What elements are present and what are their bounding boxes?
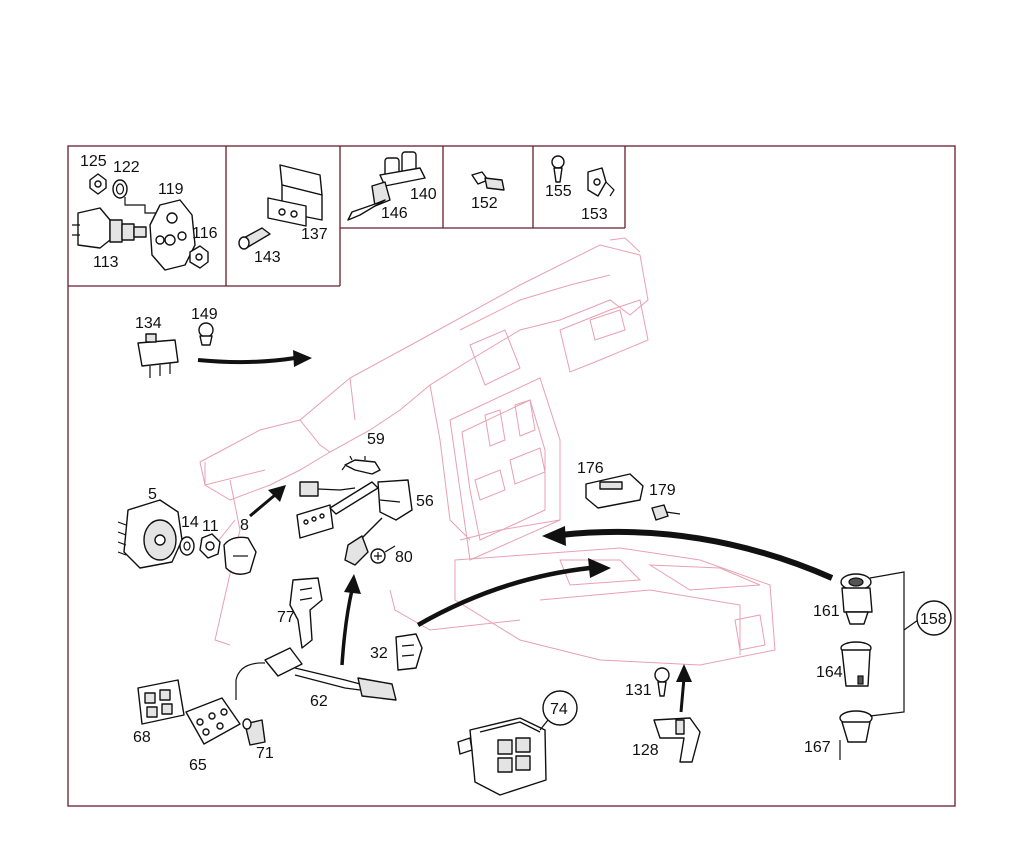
dashboard-outline (199, 237, 776, 666)
cigar-lighter-group: 161 164 167 158 (542, 526, 952, 760)
label-167: 167 (804, 739, 831, 756)
label-152: 152 (471, 195, 498, 212)
label-125: 125 (80, 153, 107, 170)
label-122: 122 (113, 159, 140, 176)
label-128: 128 (632, 742, 659, 759)
arrow-head (676, 664, 692, 682)
label-8: 8 (240, 517, 249, 534)
arrow-head (344, 574, 361, 594)
label-179: 179 (649, 482, 676, 499)
label-80: 80 (395, 549, 413, 566)
label-149: 149 (191, 306, 218, 323)
steering-column-group: 77 62 32 (235, 558, 611, 710)
label-5: 5 (148, 486, 157, 503)
label-68: 68 (133, 729, 151, 746)
label-153: 153 (581, 206, 608, 223)
label-32: 32 (370, 645, 388, 662)
inset-sensor-parts: 140 146 (347, 151, 437, 222)
inset-clip-parts: 155 153 (545, 155, 615, 223)
label-161: 161 (813, 603, 840, 620)
label-116: 116 (192, 225, 218, 242)
label-62: 62 (310, 693, 328, 710)
label-176: 176 (577, 460, 604, 477)
switch-panel-group: 68 65 71 (133, 679, 274, 774)
fuse-box-group: 74 (457, 690, 578, 796)
label-134: 134 (135, 315, 162, 332)
label-140: 140 (410, 186, 437, 203)
inset-switch-parts: 125 122 119 113 116 (72, 153, 218, 271)
combination-switch-group: 59 56 80 (296, 431, 434, 566)
label-113: 113 (93, 254, 119, 271)
cover-176-group: 176 179 (577, 460, 681, 521)
label-14: 14 (181, 514, 199, 531)
diagram-frame (67, 145, 956, 807)
bracket-128-group: 131 128 (625, 664, 701, 763)
label-164: 164 (816, 664, 843, 681)
ignition-group: 5 14 11 8 (117, 485, 286, 575)
label-56: 56 (416, 493, 434, 510)
label-119: 119 (158, 181, 184, 198)
label-146: 146 (381, 205, 408, 222)
label-71: 71 (256, 745, 274, 762)
label-155: 155 (545, 183, 572, 200)
arrow-head (588, 558, 611, 578)
label-143: 143 (254, 249, 281, 266)
inset-relay-parts: 137 143 (238, 164, 328, 266)
label-137: 137 (301, 226, 328, 243)
label-77: 77 (277, 609, 295, 626)
label-131: 131 (625, 682, 652, 699)
arrow-head (293, 350, 312, 367)
label-74: 74 (550, 701, 568, 718)
switch-134-group: 134 149 (135, 306, 312, 378)
arrow-head (268, 485, 286, 502)
inset-bulb-part: 152 (471, 171, 505, 212)
arrow-head (542, 526, 566, 546)
label-158: 158 (920, 611, 947, 628)
label-59: 59 (367, 431, 385, 448)
label-11: 11 (202, 518, 219, 535)
label-65: 65 (189, 757, 207, 774)
